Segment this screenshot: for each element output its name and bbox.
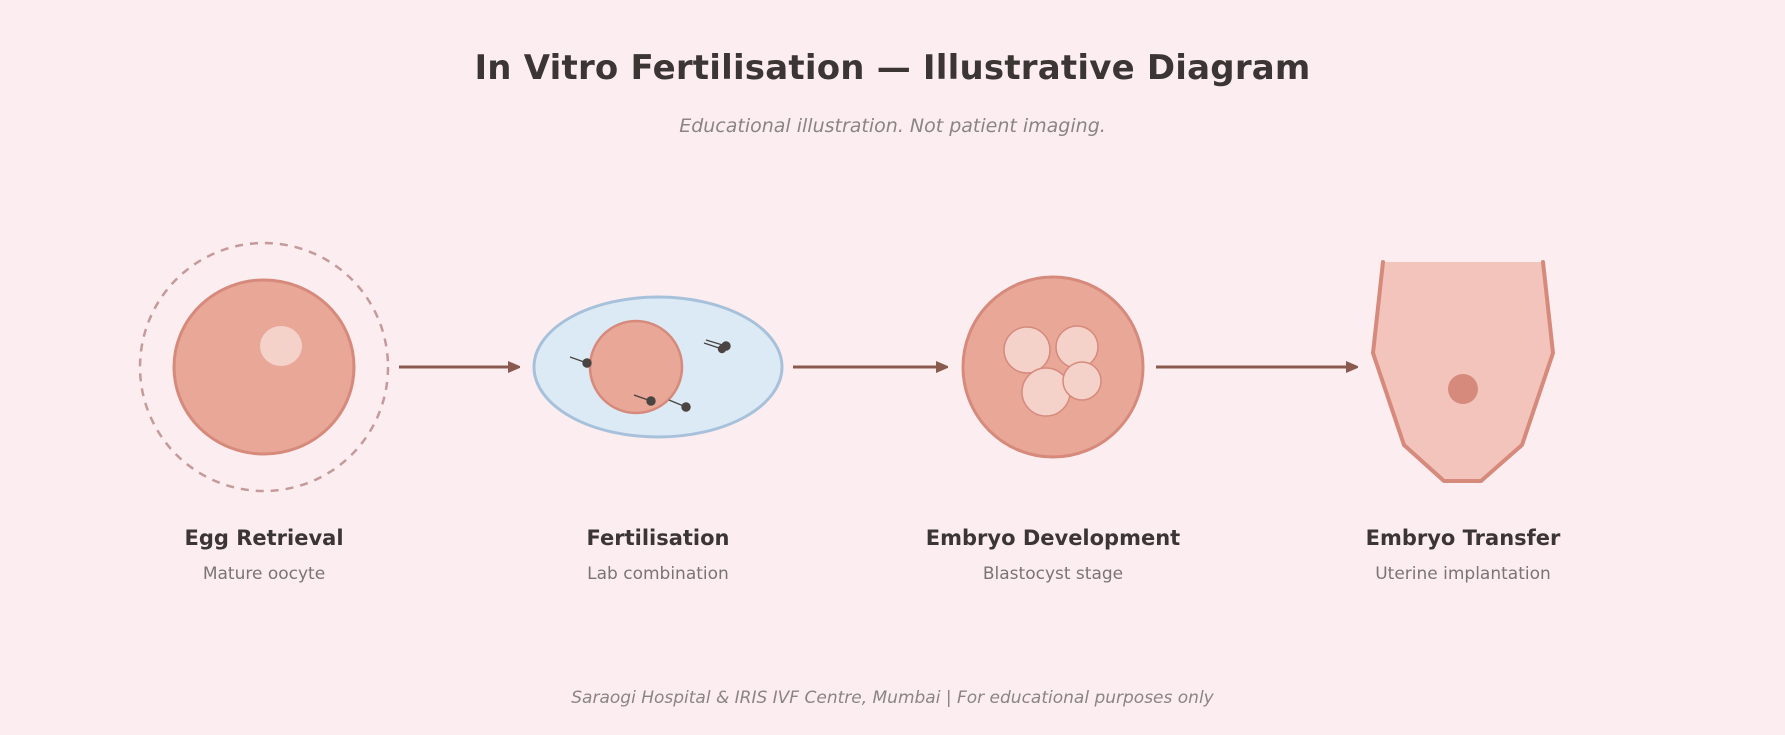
uterus-icon xyxy=(1371,260,1555,483)
oocyte-body xyxy=(172,278,356,456)
implanted-embryo xyxy=(1448,374,1478,404)
page-title: In Vitro Fertilisation — Illustrative Di… xyxy=(474,48,1311,88)
blastomere xyxy=(1055,325,1099,369)
sperm-cell xyxy=(633,394,656,406)
step-sublabel-embryo-development: Blastocyst stage xyxy=(982,564,1124,584)
page-subtitle: Educational illustration. Not patient im… xyxy=(679,115,1106,137)
step-sublabel-embryo-transfer: Uterine implantation xyxy=(1375,564,1551,584)
sperm-cell xyxy=(569,356,592,368)
petri-dish-icon xyxy=(532,295,784,439)
blastomere xyxy=(1021,367,1071,417)
dish-oocyte xyxy=(588,319,684,415)
step-label-fertilisation: Fertilisation xyxy=(586,526,730,550)
footer-credit: Saraogi Hospital & IRIS IVF Centre, Mumb… xyxy=(571,688,1214,708)
step-sublabel-fertilisation: Lab combination xyxy=(587,564,729,584)
sperm-cell xyxy=(668,399,691,412)
step-sublabel-egg-retrieval: Mature oocyte xyxy=(202,564,326,584)
step-label-egg-retrieval: Egg Retrieval xyxy=(184,526,344,550)
blastomere xyxy=(1062,361,1102,401)
uterus-outline xyxy=(1371,260,1555,483)
step-label-embryo-transfer: Embryo Transfer xyxy=(1365,526,1561,550)
oocyte-nucleus xyxy=(260,326,302,366)
sperm-cell xyxy=(703,342,727,354)
step-label-embryo-development: Embryo Development xyxy=(925,526,1181,550)
uterus xyxy=(1373,262,1553,481)
zona-halo xyxy=(138,241,390,493)
embryo-icon xyxy=(961,275,1145,459)
blastomere xyxy=(1003,326,1051,374)
oocyte-icon xyxy=(138,241,390,493)
embryo-body xyxy=(961,275,1145,459)
